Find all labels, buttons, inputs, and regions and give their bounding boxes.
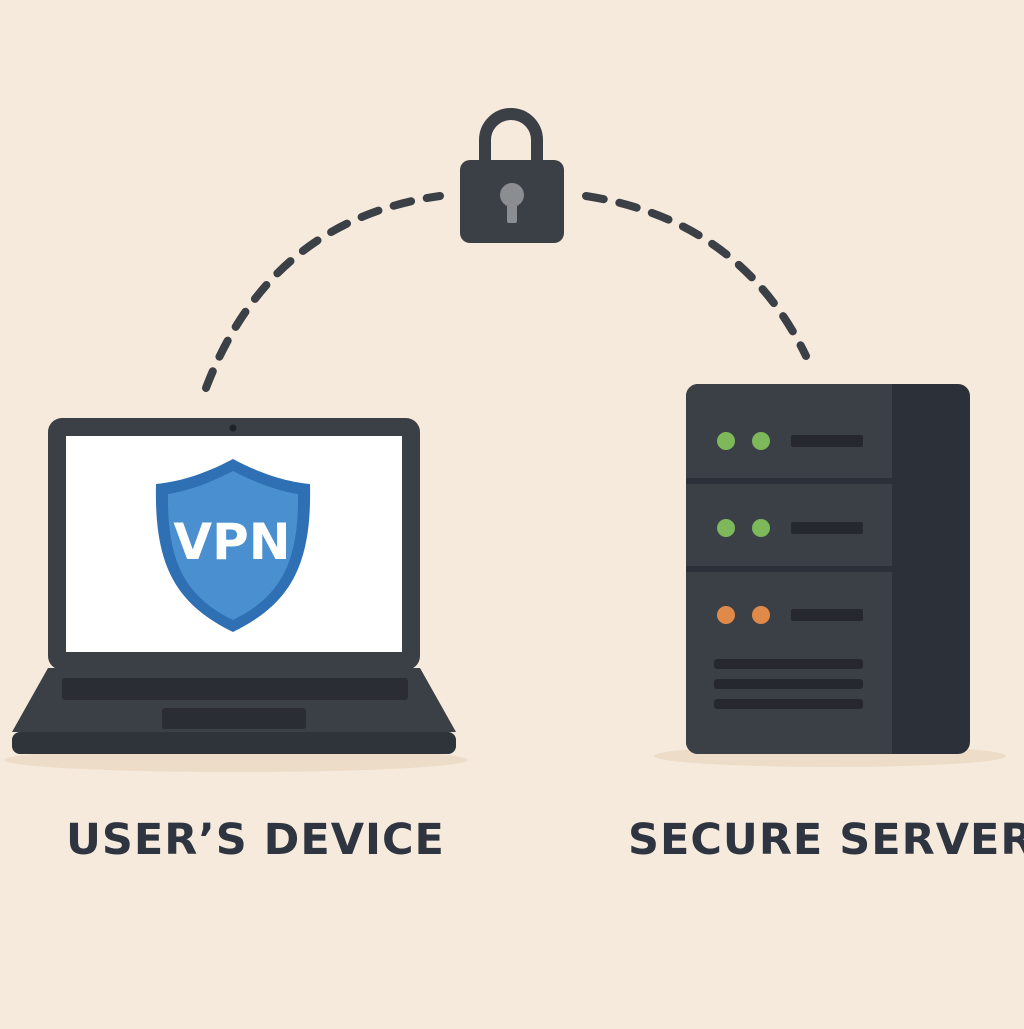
device-label: USER’S DEVICE xyxy=(66,815,445,865)
status-led xyxy=(752,432,770,450)
drive-slot xyxy=(791,435,863,447)
shield-icon: VPN xyxy=(155,459,311,632)
server-unit-1 xyxy=(717,432,863,450)
vent-line xyxy=(714,699,863,709)
connection-path-left xyxy=(202,192,444,392)
status-led xyxy=(717,432,735,450)
server-icon xyxy=(654,384,1006,767)
server-unit-2 xyxy=(717,519,863,537)
drive-slot xyxy=(791,522,863,534)
padlock-icon xyxy=(460,108,564,243)
server-label: SECURE SERVER xyxy=(628,815,1024,865)
status-led xyxy=(752,606,770,624)
connection-path-right xyxy=(582,192,810,360)
status-led xyxy=(752,519,770,537)
server-unit-3 xyxy=(714,606,863,709)
drive-slot xyxy=(791,609,863,621)
status-led xyxy=(717,519,735,537)
vent-line xyxy=(714,659,863,669)
status-led xyxy=(717,606,735,624)
vent-line xyxy=(714,679,863,689)
shield-vpn-text: VPN xyxy=(173,513,290,571)
